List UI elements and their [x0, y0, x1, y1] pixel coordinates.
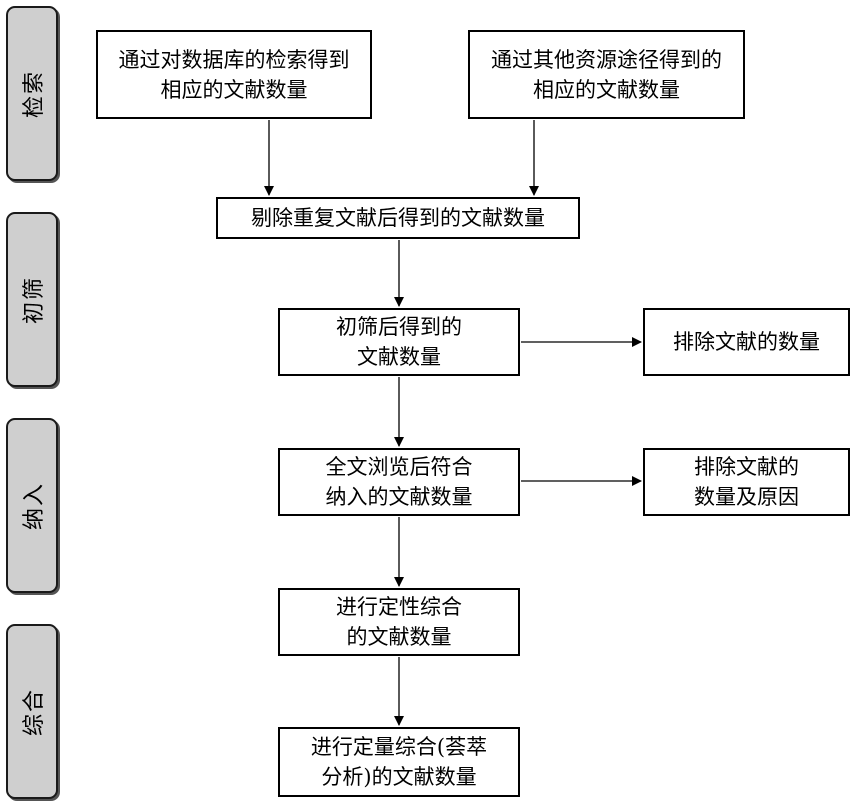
phase-search-text: 检索: [22, 69, 48, 118]
fulltext-included-line-1: 全文浏览后符合: [325, 455, 473, 479]
deduplicated-box: 剔除重复文献后得到的文献数量: [216, 197, 580, 239]
phase-include-label: 纳入: [6, 418, 58, 593]
database-records-line-1: 通过对数据库的检索得到: [118, 47, 350, 72]
screened-line-2: 文献数量: [357, 345, 441, 369]
database-records-line-2: 相应的文献数量: [160, 77, 308, 102]
excluded-line-1: 排除文献的数量: [673, 330, 820, 354]
screened-line-1: 初筛后得到的: [336, 315, 462, 339]
deduplicated-line-1: 剔除重复文献后得到的文献数量: [251, 206, 545, 230]
phase-search-label: 检索: [6, 6, 58, 181]
database-records-box: 通过对数据库的检索得到 相应的文献数量: [96, 30, 372, 119]
other-sources-line-2: 相应的文献数量: [533, 77, 680, 102]
fulltext-included-line-2: 纳入的文献数量: [325, 485, 473, 509]
qualitative-synthesis-line-2: 的文献数量: [346, 625, 452, 649]
excluded-reasons-box: 排除文献的 数量及原因: [643, 448, 850, 516]
other-sources-line-1: 通过其他资源途径得到的: [491, 47, 722, 72]
screened-box: 初筛后得到的 文献数量: [278, 308, 520, 376]
qualitative-synthesis-line-1: 进行定性综合: [336, 595, 462, 619]
phase-synthesis-text: 综合: [22, 687, 48, 736]
phase-include-text: 纳入: [22, 481, 48, 530]
phase-screen-label: 初筛: [6, 212, 58, 387]
phase-screen-text: 初筛: [22, 275, 48, 324]
fulltext-included-box: 全文浏览后符合 纳入的文献数量: [278, 448, 520, 516]
qualitative-synthesis-box: 进行定性综合 的文献数量: [278, 588, 520, 656]
quantitative-synthesis-line-2: 分析)的文献数量: [321, 765, 477, 789]
phase-synthesis-label: 综合: [6, 624, 58, 799]
quantitative-synthesis-line-1: 进行定量综合(荟萃: [310, 735, 488, 759]
excluded-box: 排除文献的数量: [643, 308, 850, 376]
other-sources-box: 通过其他资源途径得到的 相应的文献数量: [468, 30, 745, 119]
excluded-reasons-line-2: 数量及原因: [694, 485, 799, 509]
excluded-reasons-line-1: 排除文献的: [694, 455, 799, 479]
quantitative-synthesis-box: 进行定量综合(荟萃 分析)的文献数量: [278, 727, 520, 797]
